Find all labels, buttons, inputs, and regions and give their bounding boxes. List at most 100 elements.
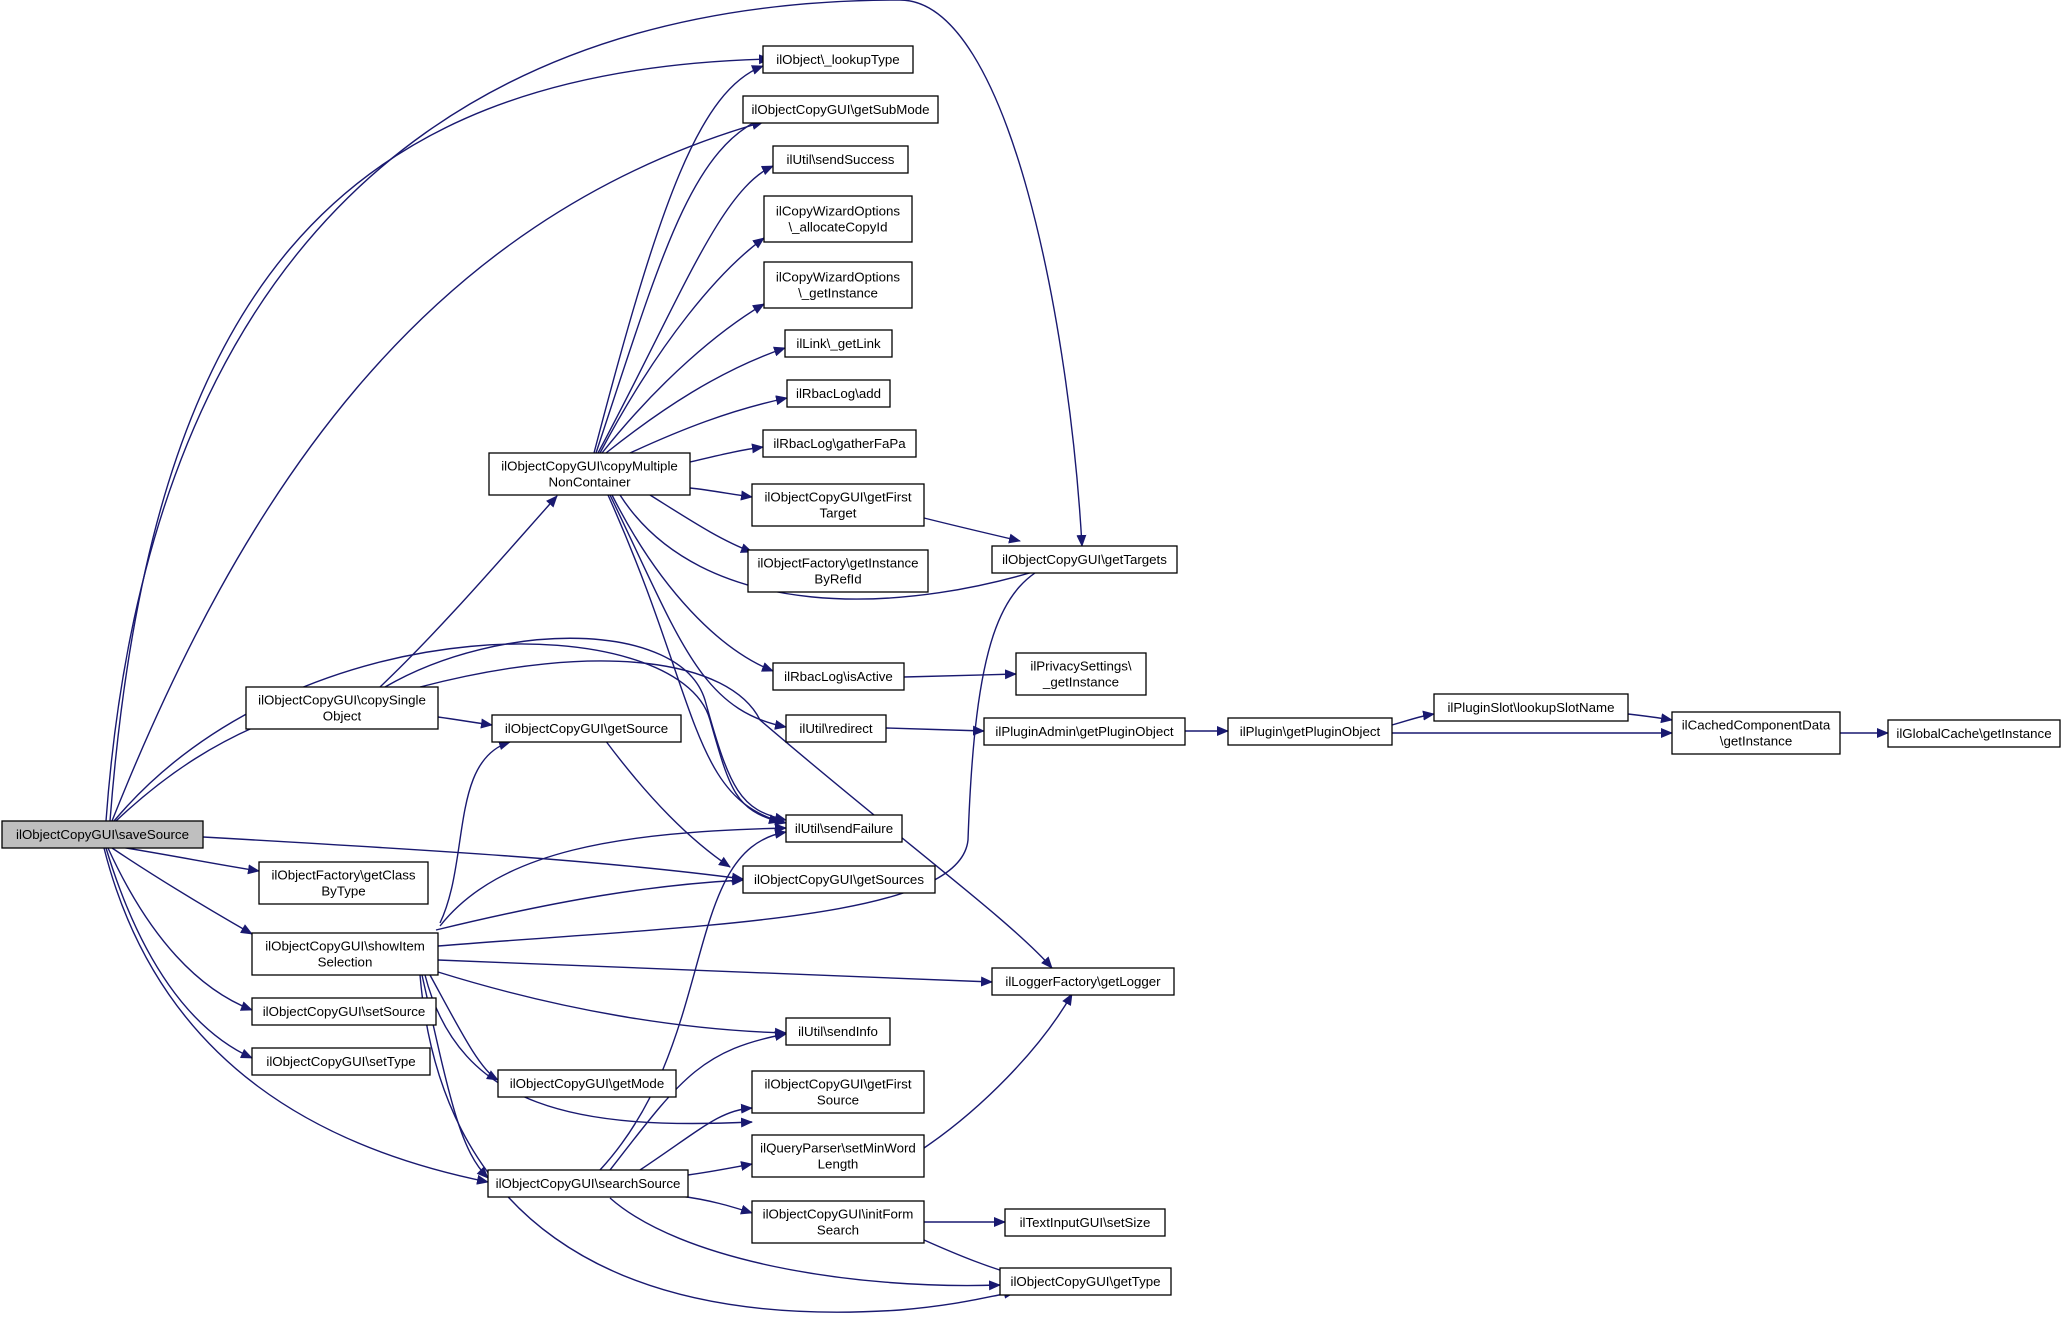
node-label: ilObjectCopyGUI\initForm [763,1207,914,1222]
node-redirect[interactable]: ilUtil\redirect [785,714,887,743]
node-settype[interactable]: ilObjectCopyGUI\setType [251,1047,431,1076]
node-label: ilRbacLog\add [796,386,881,401]
node-box [245,686,439,730]
edge-showitem-getmode [429,974,499,1081]
node-box [1671,711,1841,755]
edge-copymultiple-getinstance [601,303,765,454]
node-box [1004,1208,1166,1237]
node-getmode[interactable]: ilObjectCopyGUI\getMode [497,1069,677,1098]
node-box [763,261,913,309]
edge-setminwordlength-getlogger [923,993,1073,1149]
edge-searchsource-gettype [609,1197,1001,1291]
node-setsize[interactable]: ilTextInputGUI\setSize [1004,1208,1166,1237]
edge-copymultiple-getinstancebyrefid [649,494,753,553]
node-getlink[interactable]: ilLink\_getLink [784,329,893,358]
node-label: ilPluginSlot\lookupSlotName [1447,700,1614,715]
node-label: ilObjectCopyGUI\getFirst [764,490,911,505]
node-lookupslotname[interactable]: ilPluginSlot\lookupSlotName [1433,693,1629,722]
node-label: Target [820,506,857,521]
node-savesource[interactable]: ilObjectCopyGUI\saveSource [1,820,204,849]
edge-searchsource-initformsearch [679,1195,753,1215]
node-rbacadd[interactable]: ilRbacLog\add [786,379,891,408]
node-sendsuccess[interactable]: ilUtil\sendSuccess [772,145,909,174]
node-label: \_allocateCopyId [788,220,887,235]
node-box [488,452,691,496]
edge-copysingle-getlogger [419,660,1053,969]
node-label: ilPlugin\getPluginObject [1240,724,1381,739]
node-searchsource[interactable]: ilObjectCopyGUI\searchSource [487,1169,689,1198]
edge-copymultiple-getfirsttarget [689,487,753,501]
node-box [785,814,903,843]
node-box [762,45,914,74]
node-lookuptype[interactable]: ilObject\_lookupType [762,45,914,74]
edge-copymultiple-allocatecopyid [599,237,765,454]
node-label: ilObjectCopyGUI\copySingle [258,693,426,708]
node-label: ilObjectCopyGUI\searchSource [496,1176,681,1191]
node-getsource[interactable]: ilObjectCopyGUI\getSource [491,714,682,743]
edge-showitem-sendinfo [437,971,787,1038]
node-gettargets[interactable]: ilObjectCopyGUI\getTargets [991,545,1178,574]
node-label: ilObjectCopyGUI\showItem [265,939,425,954]
node-label: ilObjectFactory\getInstance [757,556,918,571]
node-box [999,1267,1172,1296]
edge-copymultiple-gatherfapa [689,443,764,463]
node-label: ilUtil\redirect [799,721,872,736]
node-box [487,1169,689,1198]
node-box [258,861,429,905]
edge-showitem-getfirstsource [424,974,753,1128]
edge-searchsource-sendfailure [599,828,787,1171]
edge-showitem-getlogger [437,959,993,987]
node-label: Length [818,1157,859,1172]
edge-savesource-gettargets [105,0,1087,822]
node-box [772,662,905,691]
node-label: ilLoggerFactory\getLogger [1005,974,1161,989]
edge-savesource-copysingle [115,717,277,822]
edge-showitem-getsource [439,740,511,924]
node-box [1433,693,1629,722]
node-box [785,1017,891,1046]
edge-showitem-sendfailure [439,823,787,927]
node-label: \_getInstance [798,286,878,301]
node-allocatecopyid[interactable]: ilCopyWizardOptions\_allocateCopyId [763,195,913,243]
node-box [785,714,887,743]
edge-savesource-searchsource [103,847,489,1185]
node-getlogger[interactable]: ilLoggerFactory\getLogger [991,967,1175,996]
node-label: ilUtil\sendInfo [798,1024,878,1039]
node-gatherfapa[interactable]: ilRbacLog\gatherFaPa [762,429,917,458]
edge-showitem-getsources [435,875,744,931]
node-sendfailure[interactable]: ilUtil\sendFailure [785,814,903,843]
node-isactive[interactable]: ilRbacLog\isActive [772,662,905,691]
node-label: ilObjectCopyGUI\setType [266,1054,415,1069]
node-box [1227,717,1393,746]
node-getpluginobject[interactable]: ilPlugin\getPluginObject [1227,717,1393,746]
node-cwogetinstance[interactable]: ilCopyWizardOptions\_getInstance [763,261,913,309]
node-sendinfo[interactable]: ilUtil\sendInfo [785,1017,891,1046]
node-globalcachegetinstance[interactable]: ilGlobalCache\getInstance [1887,719,2061,748]
node-privacygetinstance[interactable]: ilPrivacySettings\_getInstance [1015,652,1147,696]
node-box [772,145,909,174]
node-cachedgetinstance[interactable]: ilCachedComponentData\getInstance [1671,711,1841,755]
node-getsources[interactable]: ilObjectCopyGUI\getSources [742,865,936,894]
edge-savesource-getsources [202,836,744,883]
edge-isactive-privacy [903,669,1017,680]
edge-showitem-gettargets [437,561,1056,947]
node-setsource[interactable]: ilObjectCopyGUI\setSource [251,997,437,1026]
node-box [742,865,936,894]
node-label: ilObjectCopyGUI\getTargets [1002,552,1167,567]
node-getpluginobjectadmin[interactable]: ilPluginAdmin\getPluginObject [983,717,1186,746]
node-getsubmode[interactable]: ilObjectCopyGUI\getSubMode [742,95,939,124]
node-box [751,483,925,527]
edge-savesource-showitemselection [111,847,253,935]
node-label: \getInstance [1720,734,1792,749]
edge-copymultiple-getsubmode [595,117,764,454]
node-gettype[interactable]: ilObjectCopyGUI\getType [999,1267,1172,1296]
